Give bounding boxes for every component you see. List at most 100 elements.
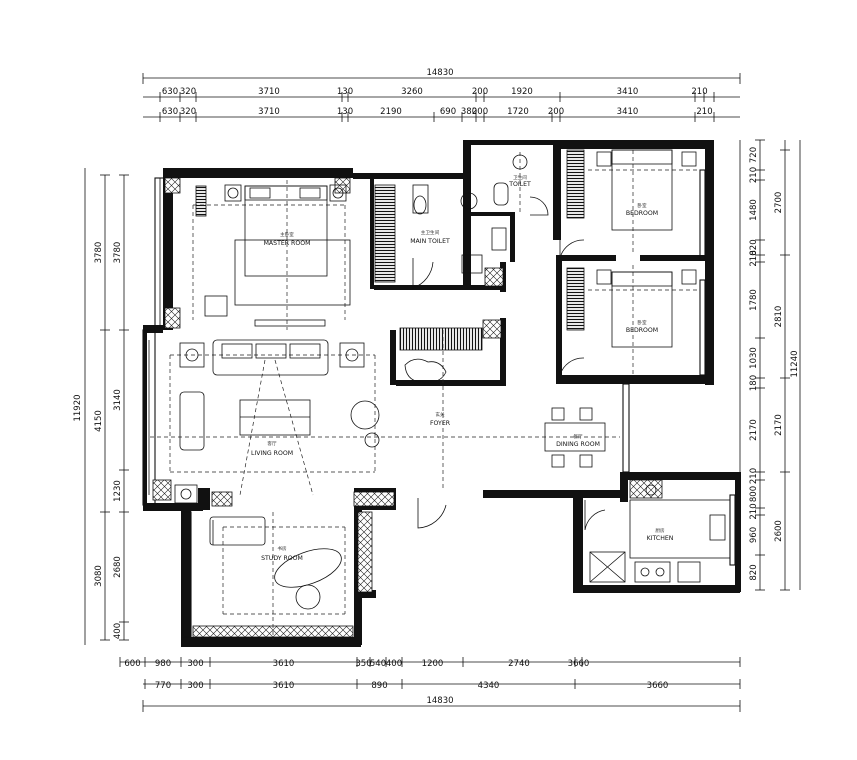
- top-dims-row1-1: 320: [180, 87, 196, 97]
- dining-room-label: DINING ROOM: [556, 441, 600, 448]
- right-dimension-inner: 7202101480820210178010301802170210800210…: [749, 147, 759, 581]
- overall-height-right: 11240: [790, 350, 800, 377]
- master-room-label: MASTER ROOM: [264, 240, 311, 247]
- left-dims-inner-1: 3140: [113, 389, 123, 411]
- bottom-dims-row2-5: 3660: [647, 681, 669, 691]
- main-toilet-label-cn: 主卫生间: [421, 229, 440, 236]
- top-dims-row1-8: 210: [691, 87, 707, 97]
- top-dims-row1-4: 3260: [401, 87, 423, 97]
- top-dims-row2-6: 380: [461, 107, 477, 117]
- left-dims-inner-3: 2680: [113, 556, 123, 578]
- right-dims-inner-1: 210: [749, 167, 759, 183]
- top-dims-row1-0: 630: [162, 87, 178, 97]
- bottom-dims-row2-3: 890: [371, 681, 387, 691]
- bedroom-2-label-cn: 卧室: [637, 319, 647, 326]
- right-dims-inner-6: 1030: [749, 347, 759, 369]
- top-dims-row2-7: 200: [472, 107, 488, 117]
- right-dimension-mid: 2700 2810 2170 2600: [774, 192, 784, 542]
- top-dims-row2-4: 2190: [380, 107, 402, 117]
- room-labels: 主卧室 MASTER ROOM 主卫生间 MAIN TOILET 卫生间 TOI…: [251, 174, 674, 562]
- ceiling-guides: [150, 150, 700, 640]
- top-dims-row2-5: 690: [440, 107, 456, 117]
- right-dims-inner-7: 180: [749, 375, 759, 391]
- top-dims-row2-2: 3710: [258, 107, 280, 117]
- top-dims-row2-8: 1720: [507, 107, 529, 117]
- top-dims-row1-5: 200: [472, 87, 488, 97]
- foyer-label: FOYER: [430, 420, 451, 427]
- kitchen-label-cn: 厨房: [655, 527, 665, 534]
- bottom-dims-row1-1: 980: [155, 659, 171, 669]
- right-dims-mid-0: 2700: [774, 192, 784, 214]
- top-dims-row1-2: 3710: [258, 87, 280, 97]
- top-dims-row1-7: 3410: [617, 87, 639, 97]
- top-dims-row1-6: 1920: [511, 87, 533, 97]
- living-room-label: LIVING ROOM: [251, 450, 293, 457]
- bottom-dims-row1-7: 1200: [422, 659, 444, 669]
- top-dims-row2-1: 320: [180, 107, 196, 117]
- bottom-dims-row2-0: 770: [155, 681, 171, 691]
- study-room-label: STUDY ROOM: [261, 555, 303, 562]
- left-dims-inner-0: 3780: [113, 242, 123, 264]
- left-dims-inner-2: 1230: [113, 480, 123, 502]
- bottom-dims-row1-4: 350: [355, 659, 371, 669]
- right-dims-inner-12: 960: [749, 527, 759, 543]
- bedroom-1-label-cn: 卧室: [637, 202, 647, 209]
- bedroom-1-label: BEDROOM: [626, 210, 658, 217]
- right-dims-mid-1: 2810: [774, 306, 784, 328]
- master-room-label-cn: 主卧室: [280, 231, 294, 238]
- kitchen-label: KITCHEN: [647, 535, 674, 542]
- right-dims-inner-11: 210: [749, 503, 759, 519]
- top-dims-row1-3: 130: [337, 87, 353, 97]
- top-dims-row2-10: 3410: [617, 107, 639, 117]
- overall-width-bottom: 14830: [426, 696, 453, 706]
- top-dims-row2-3: 130: [337, 107, 353, 117]
- bottom-dims-row2-1: 300: [187, 681, 203, 691]
- living-room-label-cn: 客厅: [267, 440, 277, 447]
- toilet-label: TOILET: [508, 181, 531, 188]
- right-dims-inner-3: 820: [749, 239, 759, 255]
- top-dims-row2-0: 630: [162, 107, 178, 117]
- bottom-dims-row1-2: 300: [187, 659, 203, 669]
- bottom-dims-row1-0: 600: [124, 659, 140, 669]
- left-dims-inner-4: 400: [113, 623, 123, 639]
- doors: [212, 196, 606, 545]
- top-dims-row2-9: 200: [548, 107, 564, 117]
- bottom-dims-row1-8: 2740: [508, 659, 530, 669]
- right-dims-mid-2: 2170: [774, 414, 784, 436]
- bottom-dims-row1-6: 400: [386, 659, 402, 669]
- main-toilet-label: MAIN TOILET: [410, 238, 450, 245]
- wardrobes: [195, 149, 585, 351]
- bottom-dims-row1-9: 3660: [568, 659, 590, 669]
- right-dims-mid-3: 2600: [774, 520, 784, 542]
- right-dims-inner-9: 210: [749, 468, 759, 484]
- bottom-dims-row1-5: 540: [370, 659, 386, 669]
- right-dims-inner-2: 1480: [749, 199, 759, 221]
- right-dims-inner-8: 2170: [749, 419, 759, 441]
- right-dims-inner-5: 1780: [749, 289, 759, 311]
- right-dims-inner-10: 800: [749, 486, 759, 502]
- bottom-dims-row1-3: 3610: [273, 659, 295, 669]
- right-dims-inner-4: 210: [749, 250, 759, 266]
- overall-height-left: 11920: [73, 394, 83, 421]
- window-frames: [142, 169, 736, 638]
- structural-columns: [152, 177, 663, 638]
- overall-width-top: 14830: [426, 68, 453, 78]
- study-room-label-cn: 书房: [277, 545, 287, 552]
- dimension-lines: [84, 73, 801, 712]
- right-dims-inner-13: 820: [749, 564, 759, 580]
- bedroom-2-label: BEDROOM: [626, 327, 658, 334]
- right-dims-inner-0: 720: [749, 147, 759, 163]
- left-dimension-inner: 3780 3140 1230 2680 400: [113, 242, 123, 639]
- left-dims-outer-2: 3080: [94, 565, 104, 587]
- left-dims-outer-0: 3780: [94, 242, 104, 264]
- furniture: [174, 149, 731, 610]
- bottom-dims-row2-4: 4340: [478, 681, 500, 691]
- top-dims-row2-11: 210: [696, 107, 712, 117]
- dining-room-label-cn: 餐厅: [573, 433, 583, 440]
